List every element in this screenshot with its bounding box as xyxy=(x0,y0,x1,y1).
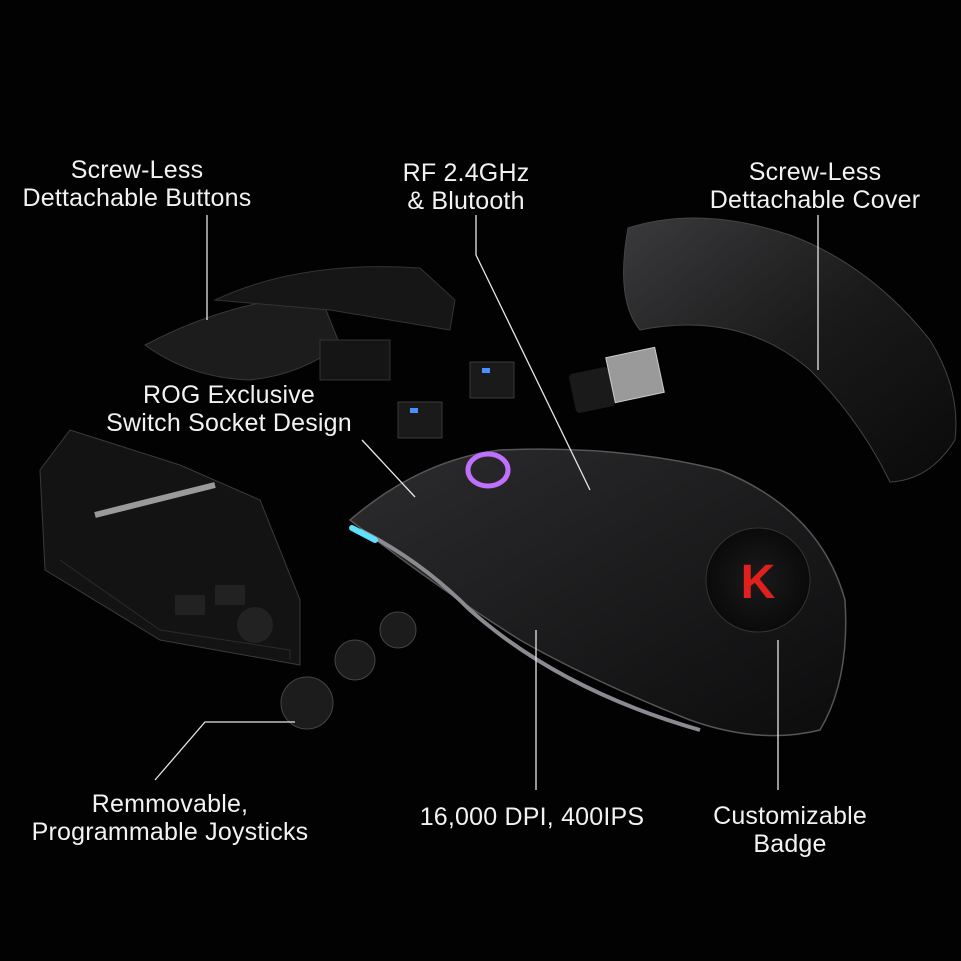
callout-line: 16,000 DPI, 400IPS xyxy=(419,803,645,831)
callout-badge: Customizable Badge xyxy=(713,802,867,858)
detachable-buttons xyxy=(144,294,341,381)
accessory-case xyxy=(39,429,301,666)
joystick xyxy=(280,676,334,730)
callout-dpi: 16,000 DPI, 400IPS xyxy=(420,803,645,831)
usb-dongle xyxy=(569,367,615,413)
callout-joysticks: Remmovable, Programmable Joysticks xyxy=(32,790,309,846)
svg-text:K: K xyxy=(741,556,776,609)
switch xyxy=(469,361,515,399)
callout-line: Programmable Joysticks xyxy=(31,818,309,846)
callout-line: Remmovable, xyxy=(91,790,249,818)
callout-line: Screw-Less xyxy=(748,158,882,186)
callout-switch-socket: ROG Exclusive Switch Socket Design xyxy=(106,381,352,437)
callout-detachable-cover: Screw-Less Dettachable Cover xyxy=(710,158,920,214)
customizable-badge xyxy=(705,527,811,633)
callout-line: RF 2.4GHz xyxy=(402,159,530,187)
detachable-cover xyxy=(623,217,957,483)
callout-line: & Blutooth xyxy=(407,187,525,215)
callout-detachable-buttons: Screw-Less Dettachable Buttons xyxy=(23,156,252,212)
mouse-body xyxy=(348,448,847,737)
callout-wireless: RF 2.4GHz & Blutooth xyxy=(403,159,530,215)
leader-lines xyxy=(154,215,819,790)
callout-line: Dettachable Buttons xyxy=(22,184,252,212)
callout-line: Screw-Less xyxy=(70,156,204,184)
callout-line: Dettachable Cover xyxy=(709,186,921,214)
callout-line: Customizable xyxy=(713,802,867,830)
callout-line: Badge xyxy=(753,830,827,858)
callout-line: ROG Exclusive xyxy=(142,381,316,409)
callout-line: Switch Socket Design xyxy=(106,409,352,437)
